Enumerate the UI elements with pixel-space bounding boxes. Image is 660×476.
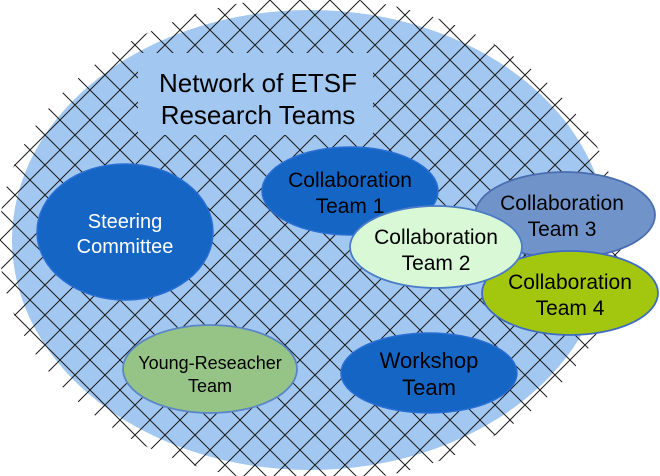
collaboration-team-2-ellipse bbox=[349, 205, 523, 289]
young-researcher-team-label-line2: Team bbox=[188, 376, 232, 396]
steering-committee-label-line2: Committee bbox=[77, 236, 174, 258]
workshop-team-ellipse bbox=[340, 332, 518, 414]
workshop-team-group: Workshop Team bbox=[340, 332, 518, 414]
collaboration-team-1-label-line1: Collaboration bbox=[288, 169, 412, 192]
young-researcher-team-label-line1: Young-Reseacher bbox=[138, 353, 281, 373]
collaboration-team-2-label-line2: Team 2 bbox=[402, 252, 471, 275]
workshop-team-label-line1: Workshop bbox=[380, 348, 479, 373]
collaboration-team-3-label-line2: Team 3 bbox=[528, 218, 597, 241]
steering-committee-group: Steering Committee bbox=[36, 163, 214, 301]
title-background bbox=[138, 53, 373, 135]
collaboration-team-1-label-line2: Team 1 bbox=[316, 195, 385, 218]
diagram-title-line1: Network of ETSF bbox=[159, 68, 357, 98]
collaboration-team-2-label-line1: Collaboration bbox=[374, 226, 498, 249]
collaboration-team-4-ellipse bbox=[481, 250, 659, 336]
collaboration-team-2-group: Collaboration Team 2 bbox=[349, 205, 523, 289]
collaboration-team-4-label-line2: Team 4 bbox=[536, 297, 605, 320]
steering-committee-ellipse bbox=[36, 163, 214, 301]
young-researcher-team-group: Young-Reseacher Team bbox=[122, 324, 298, 414]
collaboration-team-4-label-line1: Collaboration bbox=[508, 271, 632, 294]
young-researcher-team-ellipse bbox=[122, 324, 298, 414]
collaboration-team-3-label-line1: Collaboration bbox=[500, 192, 624, 215]
diagram-title-line2: Research Teams bbox=[161, 100, 356, 130]
steering-committee-label-line1: Steering bbox=[88, 211, 163, 233]
workshop-team-label-line2: Team bbox=[402, 375, 456, 400]
collaboration-team-4-group: Collaboration Team 4 bbox=[481, 250, 659, 336]
